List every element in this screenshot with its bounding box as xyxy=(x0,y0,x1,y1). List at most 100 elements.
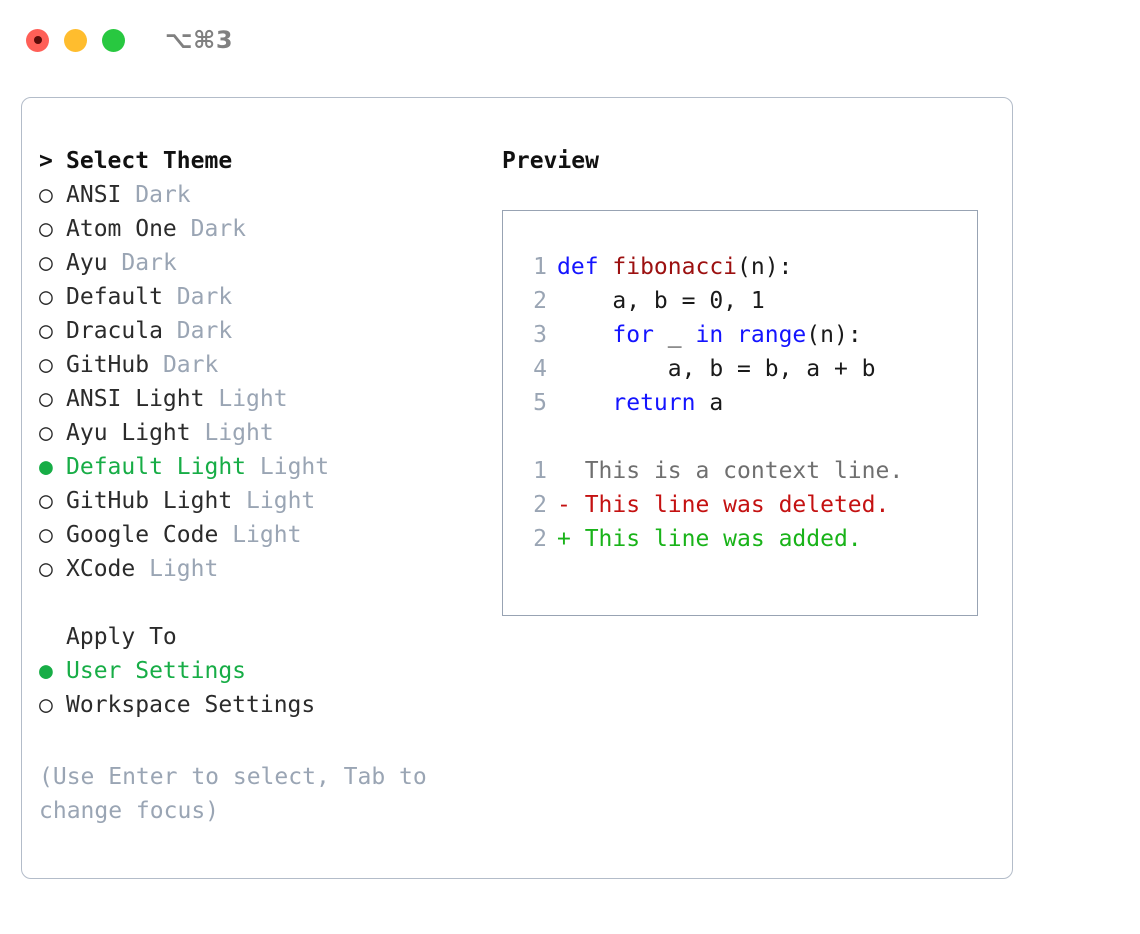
radio-unselected-icon[interactable]: ○ xyxy=(39,420,53,446)
diff-sign xyxy=(557,458,571,484)
code-token: return xyxy=(612,390,696,416)
theme-variant-badge xyxy=(204,386,218,412)
apply-to-label: User Settings xyxy=(66,658,247,684)
dialog-panel: >Select Theme ○ANSI Dark○Atom One Dark○A… xyxy=(21,97,1013,879)
theme-list-item[interactable]: ○Ayu Light Light xyxy=(39,420,492,454)
apply-to-list: ● User Settings ○ Workspace Settings xyxy=(39,658,492,726)
theme-variant-label: Dark xyxy=(190,216,247,242)
theme-name: GitHub xyxy=(66,352,150,378)
theme-list-item[interactable]: ● Default Light Light xyxy=(39,454,492,488)
pointer-icon: > xyxy=(39,148,53,174)
theme-list-item[interactable]: ○ GitHub Light Light xyxy=(39,488,492,522)
radio-unselected-icon[interactable]: ○ xyxy=(39,182,53,208)
code-token: a, b = 0, 1 xyxy=(557,288,765,314)
apply-to-header: Apply To xyxy=(39,624,492,658)
theme-list-item[interactable]: ○ Ayu Dark xyxy=(39,250,492,284)
window-controls xyxy=(26,28,125,52)
code-token: range xyxy=(737,322,807,348)
theme-variant-badge xyxy=(232,488,246,514)
radio-unselected-icon[interactable]: ○ xyxy=(39,522,53,548)
theme-variant-label: Light xyxy=(246,488,316,514)
theme-variant-badge xyxy=(135,556,149,582)
theme-list-item[interactable]: ○ GitHub Dark xyxy=(39,352,492,386)
theme-list-item[interactable]: ○ XCode Light xyxy=(39,556,492,590)
radio-unselected-icon[interactable]: ○ xyxy=(39,556,53,582)
title-bar: ⌥⌘3 xyxy=(0,0,1140,80)
radio-selected-icon[interactable]: ● xyxy=(39,658,53,684)
theme-list-item[interactable]: ○ANSI Light Light xyxy=(39,386,492,420)
diff-text: This line was added. xyxy=(570,526,862,552)
diff-text: This is a context line. xyxy=(570,458,904,484)
theme-name: Ayu xyxy=(66,250,108,276)
theme-list-item[interactable]: ○Dracula Dark xyxy=(39,318,492,352)
code-token: (n): xyxy=(737,254,793,280)
code-line: 4 a, b = b, a + b xyxy=(519,356,977,390)
radio-unselected-icon[interactable]: ○ xyxy=(39,488,53,514)
code-token: (n): xyxy=(806,322,862,348)
theme-variant-label: Light xyxy=(232,522,302,548)
theme-list-item[interactable]: ○ Atom One Dark xyxy=(39,216,492,250)
theme-list-item[interactable]: ○ANSI Dark xyxy=(39,182,492,216)
code-line: 5 return a xyxy=(519,390,977,424)
theme-variant-badge xyxy=(121,182,135,208)
theme-name: XCode xyxy=(66,556,136,582)
close-button[interactable] xyxy=(26,28,49,52)
diff-sign: + xyxy=(557,526,571,552)
radio-unselected-icon[interactable]: ○ xyxy=(39,216,53,242)
theme-name: Default Light xyxy=(66,454,247,480)
line-number: 4 xyxy=(533,356,547,382)
theme-variant-label: Dark xyxy=(162,352,219,378)
apply-to-label: Workspace Settings xyxy=(66,692,316,718)
line-number: 3 xyxy=(533,322,547,348)
theme-variant-badge xyxy=(191,420,205,446)
code-token: a, b = b, a + b xyxy=(557,356,876,382)
theme-variant-label: Dark xyxy=(121,250,177,276)
radio-selected-icon[interactable]: ● xyxy=(39,454,53,480)
code-token: def xyxy=(557,254,613,280)
theme-name: GitHub Light xyxy=(66,488,233,514)
line-number: 2 xyxy=(533,492,547,518)
diff-line: 2- This line was deleted. xyxy=(519,492,977,526)
radio-unselected-icon[interactable]: ○ xyxy=(39,352,53,378)
theme-name: Atom One xyxy=(66,216,177,242)
theme-variant-badge xyxy=(108,250,122,276)
theme-list: ○ANSI Dark○Atom One Dark○Ayu Dark○Defaul… xyxy=(39,182,492,590)
theme-variant-label: Light xyxy=(259,454,330,480)
diff-text: This line was deleted. xyxy=(570,492,890,518)
line-number: 2 xyxy=(533,526,547,552)
theme-variant-label: Light xyxy=(204,420,274,446)
diff-sample: 1 This is a context line.2- This line wa… xyxy=(519,458,977,560)
code-token: for xyxy=(612,322,654,348)
line-number: 2 xyxy=(533,288,547,314)
theme-name: Default xyxy=(66,284,163,310)
theme-variant-label: Light xyxy=(149,556,219,582)
code-token xyxy=(557,322,612,348)
code-token: fibonacci xyxy=(612,254,738,280)
code-line: 2 a, b = 0, 1 xyxy=(519,288,977,322)
radio-unselected-icon[interactable]: ○ xyxy=(39,386,53,412)
code-token: _ xyxy=(653,322,696,348)
section-spacer xyxy=(39,590,492,624)
radio-unselected-icon[interactable]: ○ xyxy=(39,692,53,718)
theme-list-item[interactable]: ○Google Code Light xyxy=(39,522,492,556)
close-icon xyxy=(33,36,42,44)
apply-to-item[interactable]: ● User Settings xyxy=(39,658,492,692)
keyboard-shortcut-label: ⌥⌘3 xyxy=(165,26,234,54)
radio-unselected-icon[interactable]: ○ xyxy=(39,250,53,276)
radio-unselected-icon[interactable]: ○ xyxy=(39,318,53,344)
diff-line: 2 + This line was added. xyxy=(519,526,977,560)
minimize-button[interactable] xyxy=(64,28,87,52)
preview-title: Preview xyxy=(502,148,599,174)
theme-list-item[interactable]: ○Default Dark xyxy=(39,284,492,318)
code-token xyxy=(723,322,737,348)
theme-picker-column: >Select Theme ○ANSI Dark○Atom One Dark○A… xyxy=(22,98,492,878)
radio-unselected-icon[interactable]: ○ xyxy=(39,284,53,310)
maximize-button[interactable] xyxy=(102,28,125,52)
code-diff-spacer xyxy=(519,424,977,458)
apply-to-item[interactable]: ○ Workspace Settings xyxy=(39,692,492,726)
